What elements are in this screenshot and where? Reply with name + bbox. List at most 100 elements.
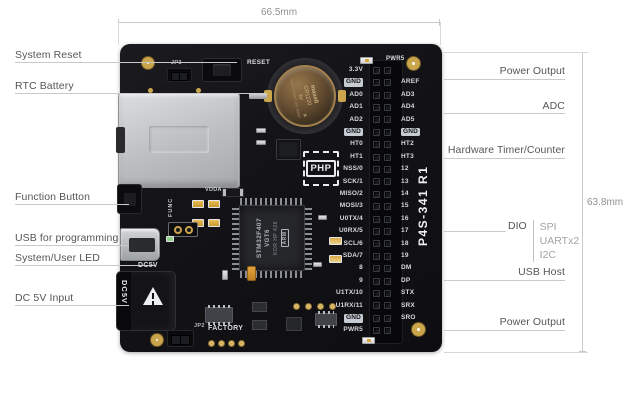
leader-line-power-output-bottom: [444, 330, 565, 331]
pin-label-left: GND: [343, 127, 363, 137]
gold-pad: [329, 303, 336, 310]
soic8-chip: [315, 311, 337, 328]
pin-header-rows: 3.3V GND AREF AD0 AD3 AD1: [325, 64, 445, 337]
mcu-part-number: STM32F407: [255, 217, 263, 259]
pin-label-right: 18: [401, 239, 409, 247]
mounting-hole: [151, 334, 163, 346]
pin-socket: [366, 203, 398, 211]
dimension-extension-left: [118, 22, 119, 45]
jp3-silkscreen: JP3: [171, 60, 182, 66]
pin-socket: [366, 327, 398, 335]
leader-line-adc: [444, 113, 565, 114]
mounting-hole: [407, 57, 420, 70]
pin-row: HT0 HT2: [325, 138, 445, 150]
ethernet-jack-notch: [116, 127, 125, 153]
test-pads: [168, 222, 198, 237]
rtc-coin-battery: maxell CR1220 3V Hitachi Maxell, Ltd. Ja…: [274, 65, 336, 127]
pin-socket: [366, 66, 398, 74]
gold-pad: [228, 340, 235, 347]
pin-label-right: DM: [401, 264, 412, 272]
pin-row: AD0 AD3: [325, 89, 445, 101]
pin-socket: [366, 128, 398, 136]
stm32-mcu: STM32F407 VGT6 KOR HP 426 ARM: [232, 198, 312, 278]
mcu-pins: [232, 206, 239, 270]
pin-label-left: U1TX/10: [335, 289, 363, 297]
pin-socket: [366, 116, 398, 124]
height-dimension-text: 63.8mm: [587, 197, 624, 208]
pin-socket: [366, 252, 398, 260]
pin-row: GND GND: [325, 126, 445, 138]
pin-label-right: AD3: [401, 90, 415, 98]
pin-row: AD2 AD5: [325, 114, 445, 126]
pin-label-left: SCK/1: [342, 177, 363, 185]
pin-label-right: HT3: [401, 152, 414, 160]
pin-label-left: PWR5: [343, 326, 363, 334]
callout-adc: ADC: [542, 100, 565, 112]
pin-label-left: HT1: [350, 152, 363, 160]
pin-socket: [366, 79, 398, 87]
smd-resistor: [256, 140, 266, 145]
pin-socket: [366, 240, 398, 248]
dc-power-jack: DC5V: [116, 271, 176, 331]
leader-line-dio: [444, 231, 506, 232]
pin-label-left: 3.3V: [348, 65, 363, 73]
pin-label-right: 14: [401, 190, 409, 198]
battery-clip: [264, 90, 272, 102]
qfn-chip: [276, 139, 301, 160]
pin-socket: [366, 103, 398, 111]
power-led-top: [360, 57, 373, 64]
mcu-body: [239, 205, 305, 271]
width-dimension-line: [118, 19, 440, 26]
pin-label-left: SDA/7: [342, 252, 363, 260]
func-silkscreen: FUNC: [168, 197, 174, 217]
pin-label-right: SRX: [401, 301, 415, 309]
dio-sub-uart: UARTx2: [539, 235, 580, 247]
smd-resistor: [318, 215, 327, 220]
dio-sub-spi: SPI: [539, 221, 557, 233]
pin-label-left: HT0: [350, 140, 363, 148]
jp2-connector: [167, 330, 194, 347]
function-button: [117, 184, 142, 214]
mcu-pins: [305, 206, 312, 270]
arm-logo: ARM: [280, 228, 289, 248]
callout-rtc-battery: RTC Battery: [15, 80, 74, 92]
board-model-text: P4S-341 R1: [416, 165, 430, 247]
pin-label-left: AD1: [349, 103, 363, 111]
pin-row: 8 DM: [325, 263, 445, 275]
amber-led: [329, 237, 342, 245]
callout-dio-group: DIO SPI UARTx2 I2C: [508, 220, 579, 262]
pin-socket: [366, 91, 398, 99]
pin-label-left: AD0: [349, 90, 363, 98]
smd-resistor: [313, 262, 322, 267]
pin-socket: [366, 141, 398, 149]
mcu-lot-code: KOR HP 426: [272, 221, 279, 255]
pin-label-right: 16: [401, 214, 409, 222]
pin-label-right: 12: [401, 165, 409, 173]
pin-label-left: AD2: [349, 115, 363, 123]
pin-row: 3.3V: [325, 64, 445, 76]
pin-socket: [366, 265, 398, 273]
vdda-silkscreen: VDDA: [205, 187, 222, 193]
jp3-connector: [167, 68, 192, 82]
pin-row: U0TX/4 16: [325, 213, 445, 225]
pin-row: U0RX/5 17: [325, 225, 445, 237]
pin-row: SCK/1 13: [325, 176, 445, 188]
amber-led: [329, 255, 342, 263]
battery-clip: [338, 90, 346, 102]
callout-power-output-top: Power Output: [499, 65, 565, 77]
leader-line-usb-host: [444, 280, 565, 281]
pin-label-right: 17: [401, 227, 409, 235]
battery-tab: [249, 93, 267, 99]
pin-row: PWR5: [325, 325, 445, 337]
pin-label-left: NSS/0: [343, 165, 363, 173]
callout-system-reset: System Reset: [15, 49, 82, 61]
pin-row: GND AREF: [325, 76, 445, 88]
callout-system-user-led: System/User LED: [15, 252, 100, 264]
gold-pad: [218, 340, 225, 347]
gold-pad: [293, 303, 300, 310]
width-dimension-text: 66.5mm: [260, 7, 298, 18]
mcu-package: VGT6: [264, 229, 271, 247]
pin-label-right: AD4: [401, 103, 415, 111]
yellow-led: [192, 200, 204, 208]
pin-row: U1TX/10 STX: [325, 287, 445, 299]
